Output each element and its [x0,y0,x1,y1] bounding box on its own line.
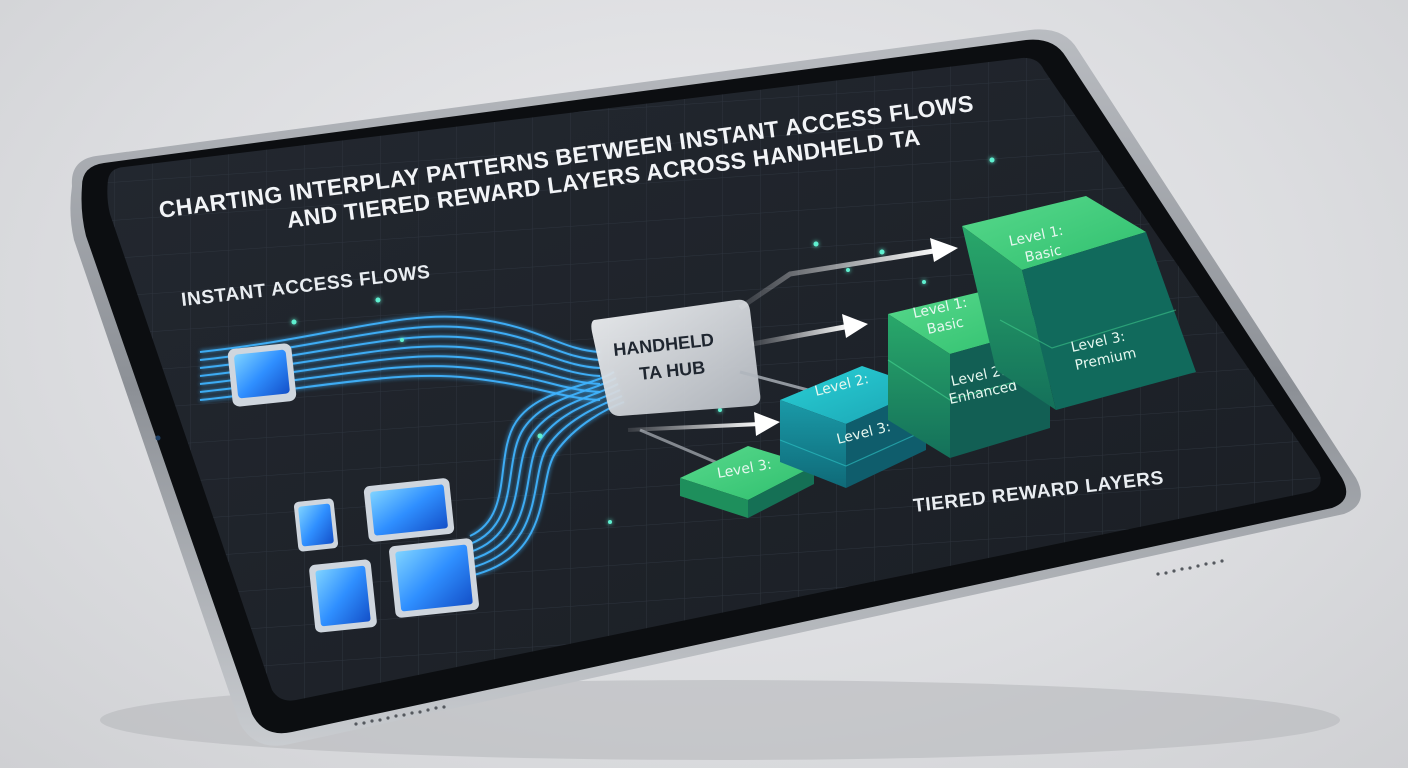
large-tablet-icon [388,538,479,618]
small-phone-icon [293,498,338,552]
speaker-grille-right [1156,559,1223,575]
phone-icon [227,343,297,407]
handheld-ta-hub: HANDHELD TA HUB [591,300,760,416]
tablet-icon [363,478,454,543]
camera-dot [156,436,161,441]
small-tablet-icon [309,559,378,633]
